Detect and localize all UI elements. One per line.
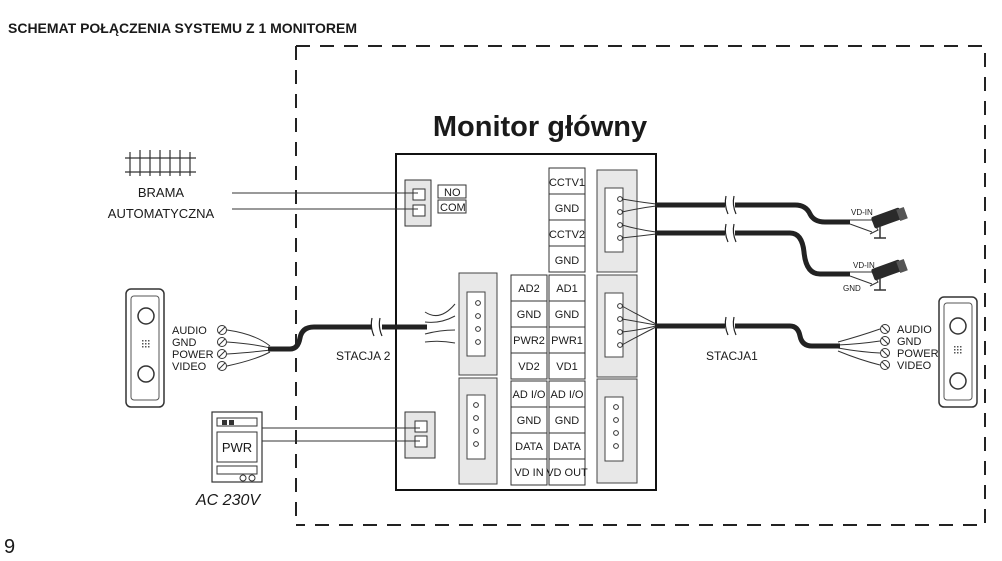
monitor-title: Monitor główny — [433, 111, 647, 143]
station1-cable — [621, 305, 881, 366]
station2-cable-sheath — [268, 324, 427, 352]
station1-wire-video: VIDEO — [897, 360, 932, 372]
door-station-1 — [938, 296, 978, 408]
contact-com-label: COM — [440, 202, 466, 214]
terminal-adio-out: AD I/O — [550, 389, 583, 401]
station-terminal-blocks — [510, 274, 586, 380]
cctv1-cable — [655, 202, 850, 225]
terminal-cctv2: CCTV2 — [549, 229, 585, 241]
cctv2-cable — [655, 230, 850, 277]
terminal-ad1: AD1 — [556, 283, 577, 295]
gate-relay-connector — [404, 179, 467, 227]
ac-supply-label: AC 230V — [195, 492, 261, 509]
terminal-data-in: DATA — [515, 441, 543, 453]
station2-label: STACJA 2 — [336, 349, 391, 363]
station2-cable — [226, 303, 456, 367]
system-boundary — [296, 45, 986, 526]
page-title: SCHEMAT POŁĄCZENIA SYSTEMU Z 1 MONITOREM — [8, 20, 357, 36]
station1-cable-break — [724, 316, 737, 336]
terminal-vd-in: VD IN — [514, 467, 543, 479]
station1-label: STACJA1 — [706, 349, 758, 363]
right-station-connector — [596, 274, 638, 378]
cctv2-gnd-label: GND — [843, 284, 861, 293]
gate-icon — [125, 150, 196, 176]
station1-wire-audio: AUDIO — [897, 324, 932, 336]
terminal-adio-in: AD I/O — [512, 389, 545, 401]
terminal-pwr2: PWR2 — [513, 335, 545, 347]
cctv-terminal-block — [548, 167, 586, 273]
station1-wire-power: POWER — [897, 348, 939, 360]
cctv2-vdin-label: VD-IN — [853, 261, 875, 270]
station2-wire-video: VIDEO — [172, 361, 207, 373]
gate-label-line2: AUTOMATYCZNA — [108, 206, 215, 221]
terminal-cctv1: CCTV1 — [549, 177, 585, 189]
station2-terminal-symbols — [217, 325, 227, 371]
power-connector — [404, 411, 436, 459]
terminal-gnd-s1: GND — [555, 309, 580, 321]
terminal-ad2: AD2 — [518, 283, 539, 295]
terminal-vd2: VD2 — [518, 361, 539, 373]
terminal-gnd-out: GND — [555, 415, 580, 427]
terminal-gnd-in: GND — [517, 415, 542, 427]
station2-wire-audio: AUDIO — [172, 325, 207, 337]
right-cctv-connector — [596, 169, 638, 273]
terminal-pwr1: PWR1 — [551, 335, 583, 347]
terminal-cctv-gnd1: GND — [555, 203, 580, 215]
station1-wire-gnd: GND — [897, 336, 922, 348]
cctv1-vdin-label: VD-IN — [851, 208, 873, 217]
terminal-vd1: VD1 — [556, 361, 577, 373]
station1-terminal-symbols — [880, 324, 890, 370]
terminal-data-out: DATA — [553, 441, 581, 453]
page-number: 9 — [4, 536, 15, 558]
terminal-gnd-s2: GND — [517, 309, 542, 321]
pwr-unit-label: PWR — [222, 440, 252, 455]
gate-label-line1: BRAMA — [138, 185, 185, 200]
station2-wire-gnd: GND — [172, 337, 197, 349]
cctv-cable-wires — [621, 198, 657, 239]
station2-cable-break — [370, 317, 383, 337]
power-supply-unit — [211, 411, 263, 483]
station1-cable-sheath — [655, 323, 840, 349]
contact-no-label: NO — [444, 187, 461, 199]
terminal-vd-out: VD OUT — [546, 467, 588, 479]
cctv2-cable-break — [724, 223, 737, 243]
left-bus-connector — [458, 377, 498, 485]
terminal-cctv-gnd2: GND — [555, 255, 580, 267]
station2-wire-power: POWER — [172, 349, 214, 361]
left-station-connector — [458, 272, 498, 376]
right-bus-connector — [596, 378, 638, 484]
bus-terminal-blocks — [510, 380, 586, 486]
cctv-camera-1-icon — [849, 206, 908, 239]
cctv1-cable-break — [724, 195, 737, 215]
cctv-camera-2-icon — [849, 258, 908, 291]
door-station-2 — [125, 288, 165, 408]
